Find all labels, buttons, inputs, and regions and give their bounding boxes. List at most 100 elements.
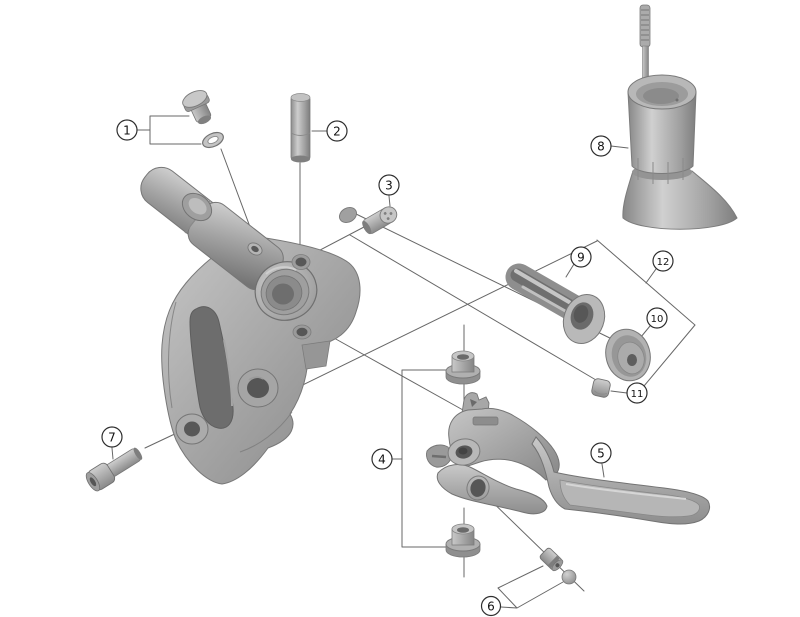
body-edge-detail [239,411,293,453]
leader-callout-5 [601,463,605,478]
lever-pivot-hole-deep [458,447,468,455]
callout-4: 4 [371,448,393,470]
bleed-port-hole [251,245,259,253]
part-6-barrel-nut [539,547,564,572]
block-edge [593,390,608,395]
bolt-3-head-face [379,206,398,224]
part-2-pivot-pin [290,93,311,163]
leader-callout-6 [497,565,564,609]
funnel-cup-inner-shadow [643,88,679,104]
callout-10-label: 10 [651,314,664,325]
part-4-bushing-bottom [445,523,481,558]
flange-hole-lower [296,327,308,337]
callout-4-label: 4 [378,453,386,467]
leader-callout-1 [136,115,257,244]
boss-hole-glint [248,376,264,381]
sleeve-flange-bore-deep [573,305,589,323]
lever-cam-horn [436,464,548,515]
callouts: 1 2 3 4 5 6 7 8 [101,119,674,617]
barrel-nut-groove [547,555,560,568]
part-6-ball [561,569,577,585]
body-edge-detail [168,301,177,409]
leader-callout-4 [391,369,447,548]
bolt-7-socket [89,477,97,487]
lever-slot-detail [472,416,499,426]
seal-hole [627,354,637,366]
callout-11: 11 [626,382,648,404]
part-11-block [591,378,611,398]
body-reservoir-boss [181,192,213,222]
callout-8-marker [590,135,612,157]
bore-glint [265,266,297,275]
part-8-funnel [622,4,738,230]
bushing-top-hole [457,354,469,360]
part-3-bolt [362,206,398,235]
lever-main-block [448,407,560,481]
callout-7: 7 [101,426,123,448]
funnel-skirt [622,170,738,230]
leader-callout-9 [565,263,575,278]
body-step [301,340,331,370]
body-bore [254,261,318,321]
bracket-group-12 [596,239,696,387]
leader-bore-to-block [349,234,597,381]
callout-9-label: 9 [577,251,585,265]
part-10-seal [605,328,651,382]
callout-10-marker [646,307,668,329]
funnel-cup-slits [637,158,684,184]
lever-tab-notch [470,399,477,407]
callout-12-label: 12 [657,257,670,268]
flange-knob [339,207,357,223]
body-boss-lower-left-hole [184,421,200,437]
body-kidney-cutout [189,306,234,429]
bolt-3-detail-dot [389,212,393,215]
callout-12: 12 [652,250,674,272]
master-cylinder-body [140,166,361,485]
callout-9-marker [570,246,592,268]
cam-ring [466,475,490,501]
bore-depth [272,283,294,305]
block-body [591,378,611,398]
callout-3: 3 [378,174,400,196]
oring-hole [207,135,219,145]
leader-body-to-lever [324,332,464,411]
pin-seam [290,132,311,136]
pin-bottom [291,155,310,163]
callout-2: 2 [326,120,348,142]
part-1-bleed-screw [182,90,212,125]
bushing-bottom-hole [457,527,469,533]
part-9-piston-sleeve [505,263,606,344]
funnel-cup-dot [675,98,679,102]
callout-5-label: 5 [597,447,605,461]
callout-12-marker [652,250,674,272]
callout-7-marker [101,426,123,448]
sleeve-channel [510,268,577,313]
callout-6: 6 [480,595,502,617]
plunger-threads [639,4,651,48]
callout-4-marker [371,448,393,470]
body-kidney-highlight [223,339,233,407]
bolt-3-detail-dot [386,217,390,220]
screw-head-top [182,90,208,108]
flange-hole-upper [295,257,307,267]
callout-6-marker [480,595,502,617]
leader-callout-8 [610,145,629,149]
reservoir-boss-face [188,197,207,215]
callout-8: 8 [590,135,612,157]
callout-7-label: 7 [108,431,116,445]
sleeve-channel-edge [514,269,571,304]
callout-3-marker [378,174,400,196]
callout-5: 5 [590,442,612,464]
cam-hole [470,479,486,497]
leader-callout-12 [645,268,657,284]
bolt-3-detail-dot [383,212,387,215]
plunger-thread-lines [641,9,649,41]
funnel-cup-body [627,91,697,174]
callout-2-marker [326,120,348,142]
callout-5-marker [590,442,612,464]
bolt-7-tip [133,447,143,460]
part-4-bushing-top [445,350,481,385]
tongue-slot [431,454,447,459]
